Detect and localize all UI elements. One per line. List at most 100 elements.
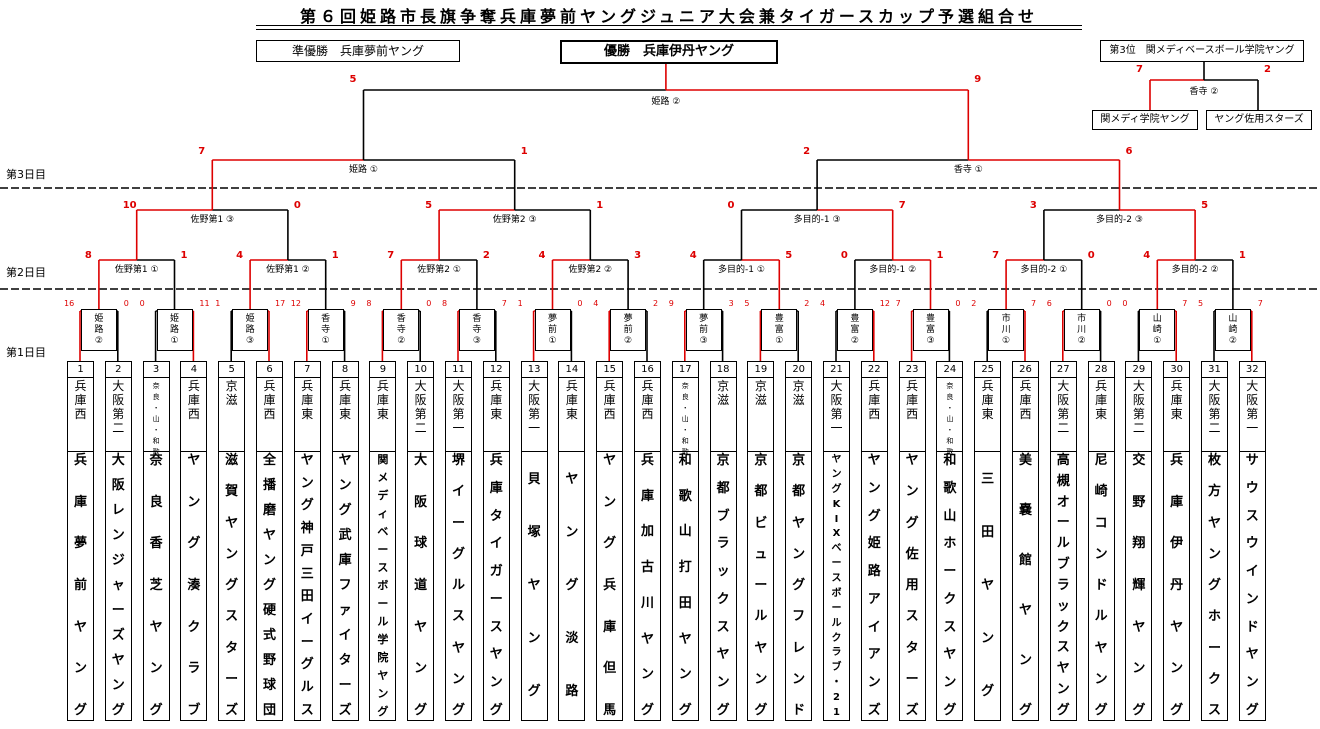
round2-score: 1 — [180, 250, 188, 261]
team-name: 兵庫加古川ヤング — [640, 453, 654, 718]
semi-score: 2 — [803, 146, 811, 157]
round1-score: 5 — [1198, 299, 1204, 308]
round2-venue: 佐野第1 ① — [112, 262, 161, 275]
round1-score: 7 — [1182, 299, 1188, 308]
round1-score: 12 — [290, 299, 301, 308]
round3-score: 1 — [596, 200, 604, 211]
round3-venue: 佐野第2 ③ — [490, 212, 539, 225]
team-region: 兵庫東 — [294, 378, 320, 452]
team-name: 尼崎コンドルヤング — [1094, 453, 1108, 718]
team-number: 25 — [975, 362, 1001, 378]
team-region: 京滋 — [219, 378, 245, 452]
third-place-score: 2 — [1264, 64, 1271, 75]
round2-score: 4 — [236, 250, 244, 261]
team-region: 京滋 — [786, 378, 812, 452]
team-number: 5 — [219, 362, 245, 378]
round1-score: 0 — [426, 299, 432, 308]
team-name: 和歌山打田ヤング — [678, 453, 692, 718]
team-name: 奈良香芝ヤング — [149, 453, 163, 718]
team-name: 大阪球道ヤング — [414, 453, 428, 718]
team-number: 22 — [861, 362, 887, 378]
team-number: 4 — [181, 362, 207, 378]
semi-venue: 香寺 ① — [951, 162, 985, 175]
round1-score: 5 — [744, 299, 750, 308]
team-number: 28 — [1088, 362, 1114, 378]
round2-score: 7 — [992, 250, 1000, 261]
round2-score: 4 — [538, 250, 546, 261]
team-name: ヤング湊クラブ — [187, 453, 201, 718]
semi-venue: 姫路 ① — [347, 162, 380, 175]
team-number: 15 — [597, 362, 623, 378]
round1-score: 2 — [804, 299, 810, 308]
team-number: 1 — [68, 362, 93, 378]
round3-venue: 佐野第1 ③ — [188, 212, 237, 225]
team-region: 兵庫西 — [597, 378, 623, 452]
team-number: 11 — [446, 362, 471, 378]
runner-up-box: 準優勝 兵庫夢前ヤング — [256, 40, 460, 62]
team-region: 大阪第二 — [1050, 378, 1076, 452]
round2-score: 1 — [331, 250, 339, 261]
round1-score: 1 — [215, 299, 221, 308]
day-label-1: 第1日目 — [6, 346, 46, 359]
round1-score: 7 — [501, 299, 507, 308]
round2-score: 4 — [689, 250, 697, 261]
team-region: 奈良・山・和歌 — [143, 378, 169, 456]
team-number: 26 — [1013, 362, 1038, 378]
round1-score: 2 — [971, 299, 977, 308]
team-number: 29 — [1126, 362, 1152, 378]
team-number: 7 — [294, 362, 320, 378]
team-number: 20 — [786, 362, 812, 378]
team-name: 兵庫伊丹ヤング — [1170, 453, 1184, 718]
champion-box: 優勝 兵庫伊丹ヤング — [560, 40, 778, 64]
team-number: 21 — [824, 362, 849, 378]
day-label-2: 第2日目 — [6, 266, 46, 279]
team-name: 枚方ヤングホークス — [1207, 453, 1221, 718]
team-region: 大阪第一 — [521, 378, 547, 452]
team-region: 大阪第二 — [1126, 378, 1152, 452]
round1-score: 12 — [879, 299, 890, 308]
round3-score: 5 — [1201, 200, 1209, 211]
round1-score: 0 — [139, 299, 145, 308]
round2-score: 8 — [84, 250, 92, 261]
team-region: 兵庫東 — [559, 378, 585, 452]
round1-score: 0 — [123, 299, 129, 308]
round1-score: 4 — [593, 299, 599, 308]
team-name: ヤング淡路 — [565, 472, 579, 699]
round3-venue: 多目的-1 ③ — [791, 212, 843, 225]
team-number: 14 — [559, 362, 585, 378]
team-name: 大阪レンジャーズヤング — [111, 453, 125, 718]
round1-score: 9 — [668, 299, 674, 308]
semi-score: 1 — [520, 146, 528, 157]
team-name: 和歌山ホークスヤング — [943, 453, 957, 718]
round2-score: 5 — [785, 250, 793, 261]
team-number: 24 — [937, 362, 963, 378]
team-number: 30 — [1164, 362, 1190, 378]
round2-score: 3 — [634, 250, 642, 261]
final-venue: 姫路 ② — [649, 94, 683, 107]
team-number: 10 — [408, 362, 434, 378]
round2-score: 2 — [482, 250, 490, 261]
